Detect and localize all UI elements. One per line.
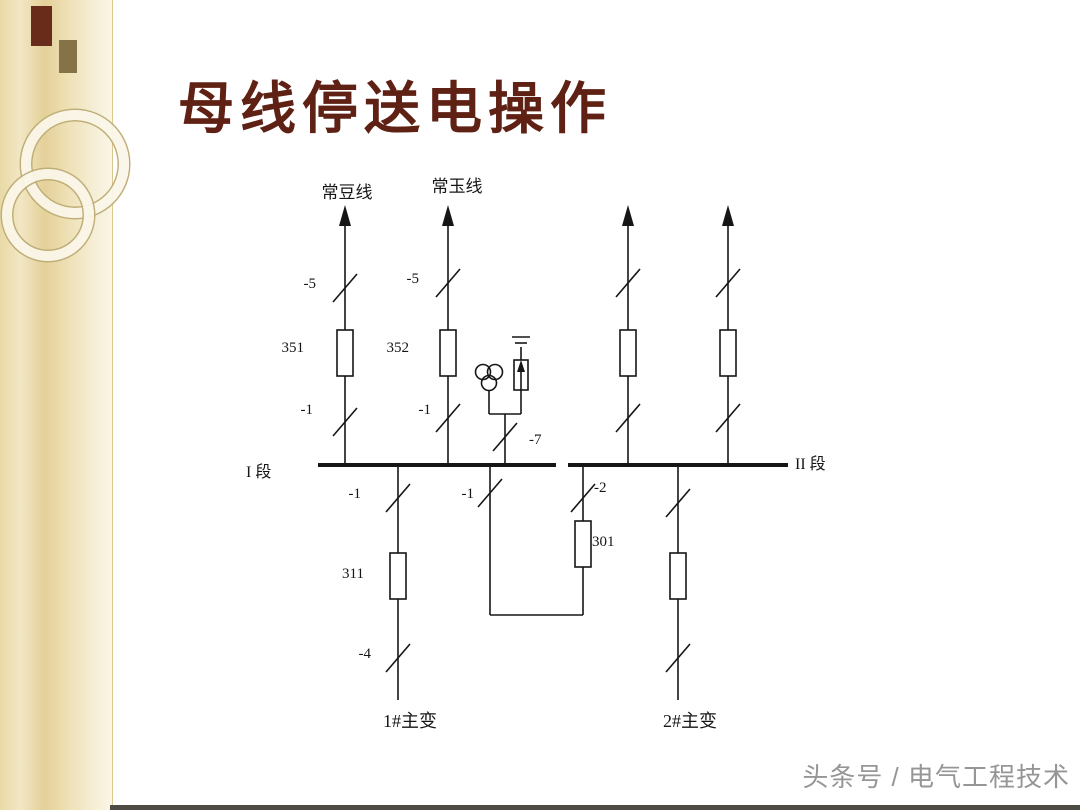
disconnector-slash-icon	[492, 422, 518, 452]
pt-disconnector-label: -7	[529, 432, 542, 448]
breaker-box	[619, 329, 637, 377]
disconnector-slash-icon	[715, 403, 741, 433]
page-title: 母线停送电操作	[178, 79, 612, 141]
breaker-301-label: 301	[592, 534, 615, 550]
disconnector-label: -1	[419, 402, 432, 418]
feeder-b-name-label: 常玉线	[432, 177, 483, 196]
transformer-2-label: 2#主变	[663, 711, 717, 731]
bus-2-label: II 段	[795, 455, 826, 473]
disconnector-label: -1	[301, 402, 314, 418]
pt-winding-icon	[480, 374, 498, 392]
feeder-changyu	[435, 205, 461, 465]
breaker-box	[719, 329, 737, 377]
transformer-1-label: 1#主变	[383, 711, 437, 731]
disconnector-slash-icon	[332, 407, 358, 437]
sidebar-square-olive	[59, 40, 77, 73]
breaker-311-label: 311	[342, 566, 364, 582]
breaker-352-label: 352	[387, 340, 410, 356]
disconnector-slash-icon	[385, 483, 411, 513]
sidebar-square-dark	[31, 6, 52, 46]
bus-tie-branch	[477, 465, 596, 616]
breaker-301-box	[574, 520, 592, 568]
feeder-right-1	[615, 205, 641, 465]
disconnector-slash-icon	[615, 403, 641, 433]
bus-1-label: I 段	[246, 463, 271, 481]
feeder-right-2	[715, 205, 741, 465]
disconnector-slash-icon	[385, 643, 411, 673]
fuse-arrow-icon	[517, 360, 525, 372]
watermark-text: 头条号 / 电气工程技术	[802, 762, 1070, 792]
disconnector-slash-icon	[665, 488, 691, 518]
disconnector-slash-icon	[435, 403, 461, 433]
arrow-up-icon	[442, 205, 454, 226]
disconnector-label: -2	[594, 480, 607, 496]
disconnector-label: -5	[304, 276, 317, 292]
breaker-351-box	[336, 329, 354, 377]
arrow-up-icon	[339, 205, 351, 226]
pt-branch	[474, 336, 530, 465]
feeder-a-name-label: 常豆线	[322, 183, 373, 202]
transformer-2-branch	[665, 465, 691, 700]
disconnector-slash-icon	[477, 478, 503, 508]
arrow-up-icon	[622, 205, 634, 226]
disconnector-label: -4	[359, 646, 372, 662]
disconnector-label: -1	[462, 486, 475, 502]
disconnector-slash-icon	[570, 483, 596, 513]
disconnector-slash-icon	[615, 268, 641, 298]
diagram-labels: 常豆线 常玉线 -5 351 -1 -5 352 -1 -7 I 段 II 段 …	[246, 177, 826, 731]
disconnector-slash-icon	[665, 643, 691, 673]
sidebar-ring-small	[2, 169, 94, 261]
breaker-352-box	[439, 329, 457, 377]
arrow-up-icon	[722, 205, 734, 226]
transformer-1-branch	[385, 465, 411, 700]
disconnector-slash-icon	[435, 268, 461, 298]
breaker-box	[669, 552, 687, 600]
feeder-changdou	[332, 205, 358, 465]
disconnector-slash-icon	[715, 268, 741, 298]
disconnector-label: -1	[349, 486, 362, 502]
breaker-311-box	[389, 552, 407, 600]
sidebar-decoration	[0, 0, 129, 810]
breaker-351-label: 351	[282, 340, 305, 356]
bottom-edge-bar	[110, 805, 1080, 810]
disconnector-slash-icon	[332, 273, 358, 303]
disconnector-label: -5	[407, 271, 420, 287]
